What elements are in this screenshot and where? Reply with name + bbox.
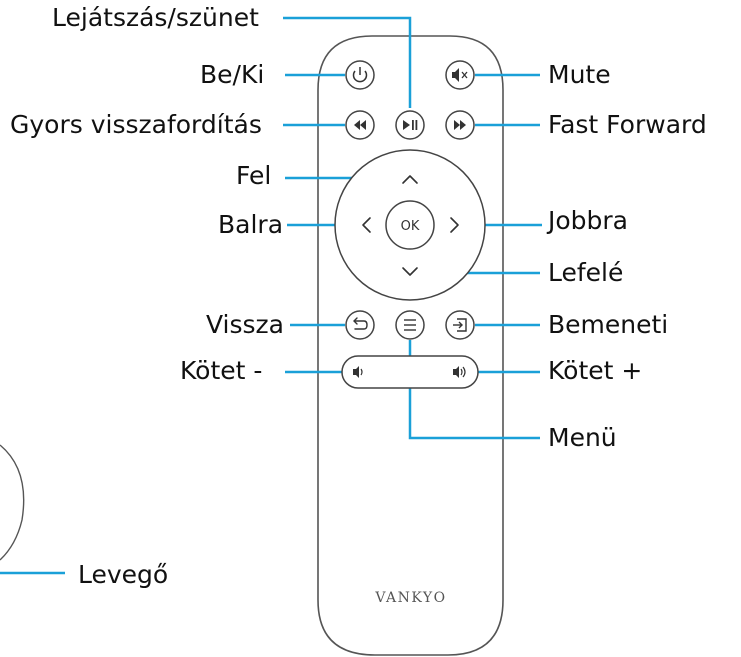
- label-air: Levegő: [78, 560, 169, 589]
- back-button[interactable]: [345, 310, 375, 340]
- volume-rocker[interactable]: [341, 355, 479, 389]
- label-power: Be/Ki: [200, 60, 265, 89]
- label-mute: Mute: [548, 60, 611, 89]
- volume-up-icon: [453, 366, 466, 378]
- ok-label: OK: [401, 219, 420, 234]
- label-rewind: Gyors visszafordítás: [10, 110, 262, 139]
- up-arrow-icon[interactable]: [402, 175, 418, 184]
- label-volume-up: Kötet +: [548, 356, 643, 385]
- ok-button[interactable]: [385, 200, 435, 250]
- mute-button[interactable]: [445, 60, 475, 90]
- leader-play-pause: [283, 16, 412, 108]
- mute-icon: [452, 68, 468, 82]
- volume-down-icon: [353, 366, 363, 378]
- right-arrow-icon[interactable]: [450, 217, 459, 233]
- back-icon: [353, 317, 368, 330]
- leader-lines: [0, 16, 542, 575]
- label-input: Bemeneti: [548, 310, 669, 339]
- input-icon: [453, 318, 467, 332]
- label-play-pause: Lejátszás/szünet: [52, 3, 259, 32]
- label-back: Vissza: [206, 310, 284, 339]
- rewind-icon: [354, 120, 366, 130]
- label-up: Fel: [236, 161, 272, 190]
- power-icon: [352, 67, 368, 83]
- menu-icon: [404, 319, 416, 331]
- label-right: Jobbra: [548, 206, 629, 235]
- label-fast-forward: Fast Forward: [548, 110, 707, 139]
- fast-forward-icon: [454, 120, 466, 130]
- label-down: Lefelé: [548, 258, 624, 287]
- label-left: Balra: [218, 210, 284, 239]
- brand-logo: VANKYO: [374, 590, 446, 606]
- label-menu: Menü: [548, 423, 617, 452]
- left-arrow-icon[interactable]: [362, 217, 371, 233]
- air-mouse-outline: [0, 444, 25, 561]
- label-volume-down: Kötet -: [180, 356, 263, 385]
- play-pause-icon: [403, 120, 418, 130]
- down-arrow-icon[interactable]: [402, 267, 418, 276]
